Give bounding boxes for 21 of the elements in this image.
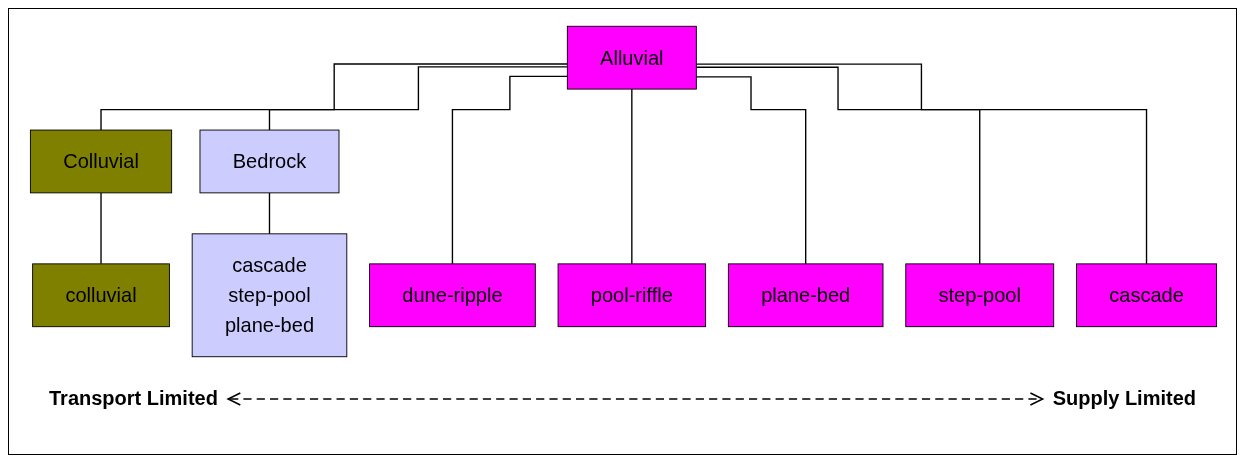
connector [695, 63, 1148, 265]
connector [695, 76, 807, 265]
connector [100, 192, 102, 265]
node-box: Alluvial [566, 25, 697, 90]
node-box: colluvial [32, 263, 170, 328]
node-box: dune-ripple [369, 263, 536, 328]
connector [268, 192, 271, 235]
node-box: Bedrock [199, 129, 340, 194]
connector [695, 66, 981, 265]
axis-end-label: Transport Limited [49, 387, 218, 410]
node-box: Colluvial [29, 129, 173, 194]
node-box: plane-bed [727, 263, 884, 328]
node-box: cascade step-pool plane-bed [191, 233, 348, 358]
connector [451, 75, 569, 265]
connector [100, 63, 569, 131]
connector [268, 66, 569, 131]
node-box: cascade [1076, 263, 1218, 328]
connector [631, 88, 633, 265]
node-box: step-pool [905, 263, 1055, 328]
axis-end-label: Supply Limited [1052, 387, 1196, 410]
node-box: pool-riffle [557, 263, 707, 328]
